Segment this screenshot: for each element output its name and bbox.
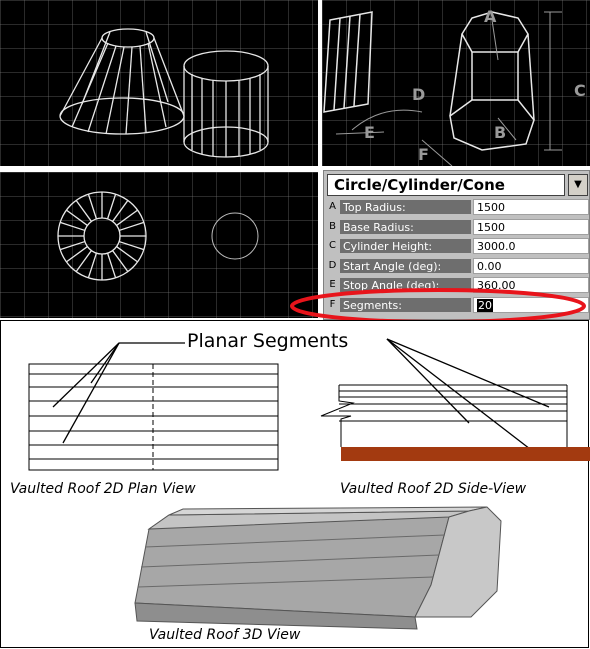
selected-value[interactable]: 20 — [477, 298, 493, 312]
segment-spoke — [87, 193, 98, 220]
label-d: D — [412, 85, 425, 104]
property-value-field[interactable]: 1500 — [473, 218, 589, 235]
property-value-field[interactable]: 1500 — [473, 199, 589, 215]
segment-spoke — [66, 246, 88, 263]
property-value-field[interactable]: 20 — [473, 296, 589, 313]
property-key: B — [327, 218, 338, 235]
property-label: Segments: — [339, 296, 472, 313]
dimensioned-cylinder-wireframe: A B C D E F — [323, 7, 586, 166]
viewport-3d-perspective[interactable] — [0, 0, 318, 166]
label-c: C — [574, 81, 586, 100]
property-key: C — [327, 238, 338, 254]
label-a: A — [484, 7, 497, 26]
property-label: Cylinder Height: — [339, 238, 472, 254]
planar-segments-heading: Planar Segments — [187, 330, 349, 352]
segment-spoke — [87, 252, 98, 279]
chevron-down-icon[interactable]: ▼ — [568, 174, 588, 196]
property-value-field[interactable]: 3000.0 — [473, 238, 589, 254]
property-label: Start Angle (deg): — [339, 257, 472, 274]
property-label: Base Radius: — [339, 218, 472, 235]
segment-spoke — [66, 209, 88, 226]
segment-spoke — [75, 250, 92, 272]
plan-view — [28, 363, 279, 471]
cone-cylinder-wireframe — [59, 28, 269, 158]
ground-strip — [341, 447, 590, 461]
circle-plan-wireframe — [57, 191, 259, 281]
property-label: Top Radius: — [339, 199, 472, 215]
vaulted-roof-illustration: Planar Segments — [0, 320, 590, 648]
viewport-3d-dimensioned[interactable]: A B C D E F — [322, 0, 590, 166]
segment-spoke — [106, 252, 117, 279]
property-key: E — [327, 277, 338, 293]
segment-spoke — [59, 240, 86, 251]
property-value-field[interactable]: 360.00 — [473, 277, 589, 293]
property-key: D — [327, 257, 338, 274]
plan-view-caption: Vaulted Roof 2D Plan View — [10, 481, 196, 497]
label-b: B — [494, 123, 506, 142]
viewport-2d-plan[interactable] — [0, 172, 318, 318]
property-key: A — [327, 199, 338, 215]
segment-spoke — [59, 221, 86, 232]
side-view-caption: Vaulted Roof 2D Side-View — [340, 481, 527, 497]
segment-spoke — [116, 209, 138, 226]
object-type-select[interactable]: Circle/Cylinder/Cone — [327, 174, 565, 196]
vaulted-roof-drawings — [28, 338, 590, 630]
3d-view-caption: Vaulted Roof 3D View — [149, 627, 301, 643]
label-f: F — [418, 145, 429, 164]
property-key: F — [327, 296, 338, 313]
side-view — [320, 384, 590, 461]
segment-spoke — [112, 250, 129, 272]
segment-spoke — [118, 221, 145, 232]
segment-spoke — [116, 246, 138, 263]
segment-spoke — [75, 200, 92, 222]
label-e: E — [364, 123, 375, 142]
segment-spoke — [106, 193, 117, 220]
vaulted-roof-3d — [134, 506, 502, 630]
property-value-field[interactable]: 0.00 — [473, 257, 589, 274]
segment-spoke — [118, 240, 145, 251]
segment-spoke — [112, 200, 129, 222]
